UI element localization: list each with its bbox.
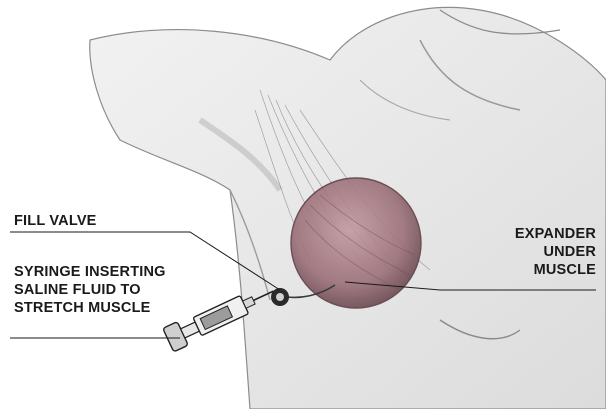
- fill-valve-icon: [271, 288, 289, 306]
- fill-valve-label: FILL VALVE: [14, 212, 97, 230]
- expander-label: EXPANDER UNDER MUSCLE: [515, 225, 596, 279]
- expander-label-line-2: UNDER: [515, 243, 596, 261]
- expander-label-line-3: MUSCLE: [515, 261, 596, 279]
- syringe-label: SYRINGE INSERTING SALINE FLUID TO STRETC…: [14, 263, 166, 317]
- expander-implant: [291, 178, 421, 308]
- syringe-label-line-2: SALINE FLUID TO: [14, 281, 166, 299]
- syringe-label-line-3: STRETCH MUSCLE: [14, 299, 166, 317]
- syringe-label-line-1: SYRINGE INSERTING: [14, 263, 166, 281]
- expander-label-line-1: EXPANDER: [515, 225, 596, 243]
